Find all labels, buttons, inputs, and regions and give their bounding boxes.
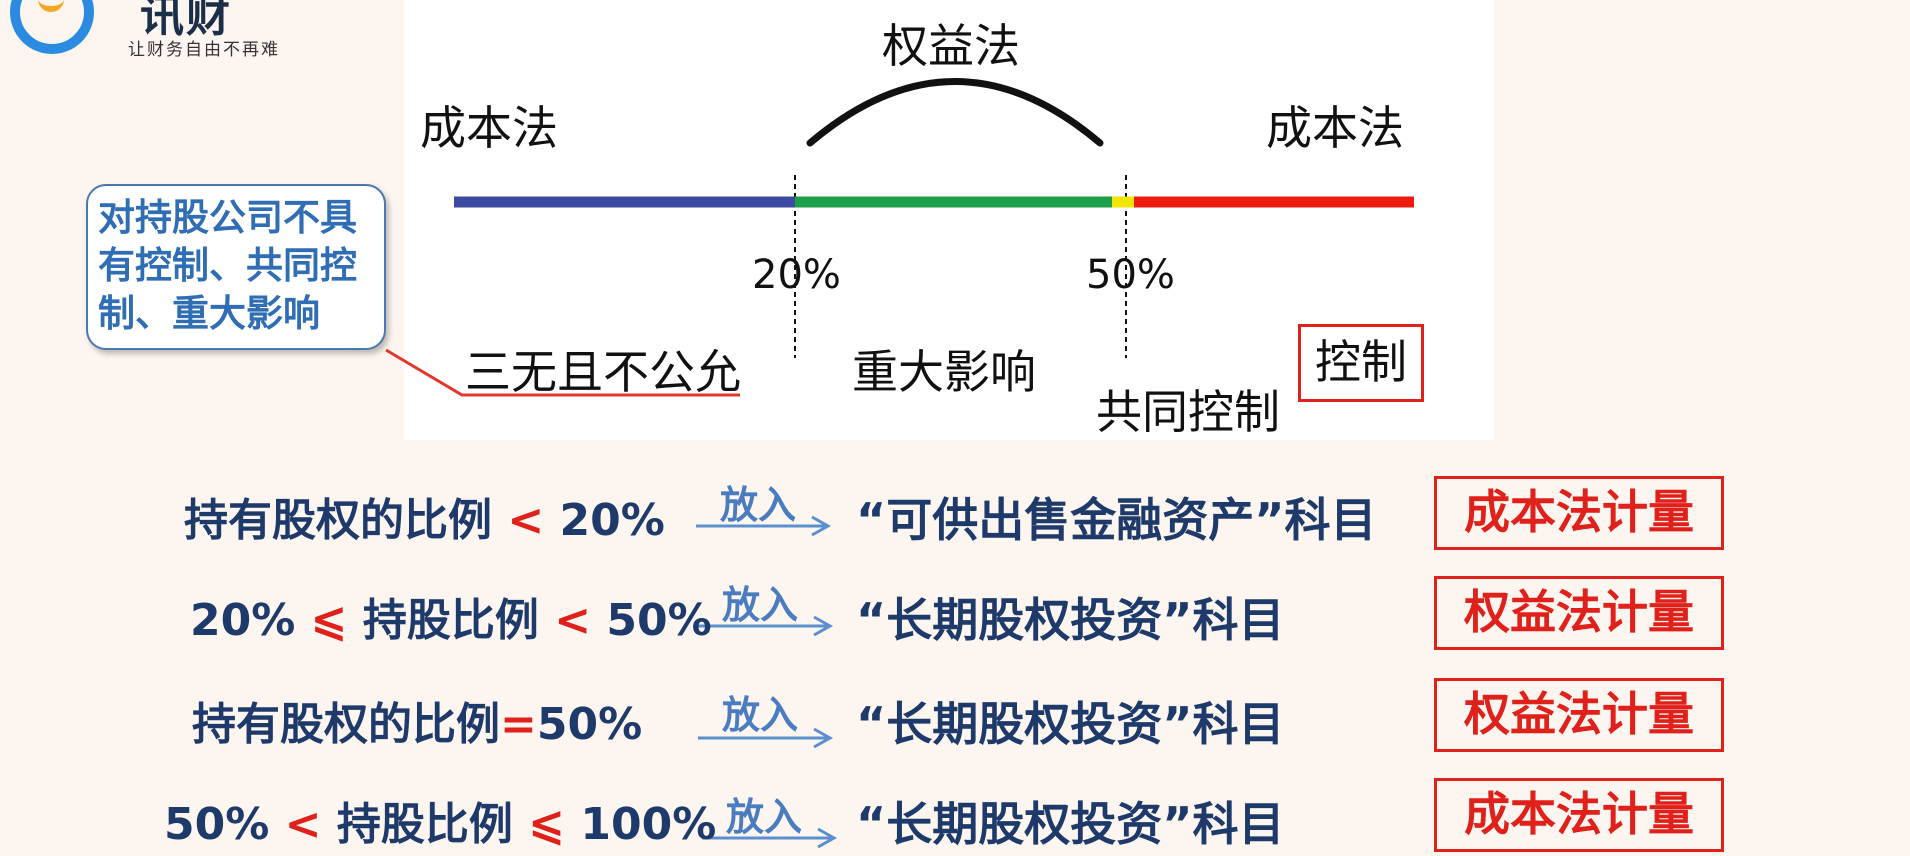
row-1-condition: 持有股权的比例 < 20% [184, 484, 665, 548]
zone-joint-control-label: 共同控制 [1096, 385, 1280, 439]
row-3-account: “长期股权投资”科目 [856, 697, 1285, 751]
threshold-50-label: 50% [1086, 252, 1175, 298]
row-4-mid: 持股比例 [336, 799, 513, 850]
row-4-method-badge: 成本法计量 [1434, 778, 1724, 852]
row-3-operator: = [500, 699, 537, 750]
logo-smile-icon [38, 0, 64, 12]
zone-control-box: 控制 [1298, 324, 1424, 402]
row-2-operator-1: ⩽ [310, 595, 348, 646]
equity-arc [806, 78, 1104, 147]
logo-brand: 讯财 [140, 0, 232, 42]
row-4-operator-1: < [284, 799, 322, 850]
cost-method-right-label: 成本法 [1266, 101, 1404, 155]
row-1-account: “可供出售金融资产”科目 [856, 493, 1377, 547]
row-4-operator-2: ⩽ [528, 799, 566, 850]
cost-method-left-label: 成本法 [420, 101, 558, 155]
row-2-condition: 20% ⩽ 持股比例 < 50% [190, 584, 712, 648]
row-3-post: 50% [536, 699, 643, 750]
threshold-20-label: 20% [752, 252, 841, 298]
row-4-post: 100% [580, 799, 717, 850]
zone-none-label: 三无且不公允 [465, 345, 741, 399]
row-1-pre: 持有股权的比例 [184, 495, 492, 546]
row-2-mid: 持股比例 [362, 595, 539, 646]
row-3-condition: 持有股权的比例=50% [192, 688, 642, 752]
row-3-method-badge: 权益法计量 [1434, 678, 1724, 752]
equity-method-label: 权益法 [882, 19, 1020, 73]
zone-significant-influence-label: 重大影响 [852, 345, 1036, 399]
row-4-put-label: 放入 [726, 795, 803, 839]
logo-slogan: 让财务自由不再难 [128, 40, 280, 60]
callout-pointer [385, 348, 740, 397]
row-4-account: “长期股权投资”科目 [856, 797, 1285, 851]
row-1-operator: < [507, 495, 545, 546]
row-2-pre: 20% [190, 595, 296, 646]
logo-ring-icon [10, 0, 94, 54]
row-2-post: 50% [606, 595, 712, 646]
row-3-pre: 持有股权的比例 [192, 699, 500, 750]
row-1-put-label: 放入 [720, 483, 797, 527]
diagram-panel [404, 0, 1494, 440]
row-2-put-label: 放入 [722, 583, 799, 627]
row-2-method-badge: 权益法计量 [1434, 576, 1724, 650]
row-2-operator-2: < [554, 595, 592, 646]
row-1-post: 20% [559, 495, 665, 546]
row-4-pre: 50% [164, 799, 270, 850]
row-2-account: “长期股权投资”科目 [856, 593, 1285, 647]
row-4-condition: 50% < 持股比例 ⩽ 100% [164, 788, 716, 852]
row-3-put-label: 放入 [722, 693, 799, 737]
row-1-method-badge: 成本法计量 [1434, 476, 1724, 550]
arrows [696, 515, 838, 849]
callout-box: 对持股公司不具有控制、共同控制、重大影响 [86, 184, 386, 350]
